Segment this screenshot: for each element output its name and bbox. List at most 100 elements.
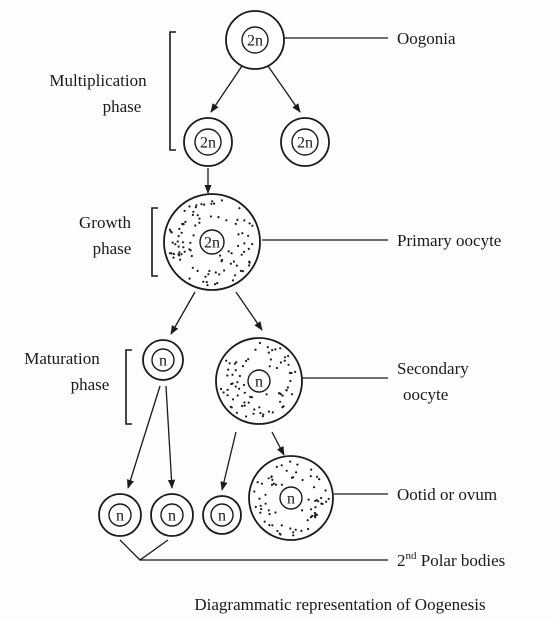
cytoplasm-granule [268,352,270,354]
cytoplasm-granule [221,199,223,201]
polar-body-c-cell: n [203,496,241,534]
cytoplasm-granule [218,273,220,275]
cytoplasm-granule [245,360,247,362]
ovum-cell: n [249,456,333,540]
cytoplasm-granule [203,204,205,206]
cytoplasm-granule [230,263,232,265]
cytoplasm-granule [238,388,240,390]
cytoplasm-granule [181,232,183,234]
cytoplasm-granule [243,384,245,386]
cytoplasm-granule [253,490,255,492]
cytoplasm-granule [178,254,180,256]
polar-body-c-cell-ploidy: n [218,508,226,525]
secondary-oocyte-cell-ploidy: n [255,374,263,391]
cytoplasm-granule [231,406,233,408]
cytoplasm-granule [202,281,204,283]
cytoplasm-granule [241,405,243,407]
primary-oocyte-cell-ploidy: 2n [204,235,220,252]
cytoplasm-granule [287,364,289,366]
arrow-secondary-to-c [222,432,236,490]
cytoplasm-granule [311,515,313,517]
first-polar-body-cell: n [143,340,183,380]
polar-bodies-label: 2nd Polar bodies [397,550,505,570]
cytoplasm-granule [251,225,253,227]
cytoplasm-granule [295,471,297,473]
oogonium-daughter-right: 2n [281,118,329,166]
cytoplasm-granule [235,369,237,371]
cytoplasm-granule [314,500,316,502]
cytoplasm-granule [321,503,323,505]
cytoplasm-granule [169,252,171,254]
cytoplasm-granule [260,508,262,510]
cytoplasm-granule [289,461,291,463]
arrow-polar-to-b [166,386,172,488]
cytoplasm-granule [178,251,180,253]
oogonium-daughter-right-ploidy: 2n [297,135,313,152]
cytoplasm-granule [284,360,286,362]
cytoplasm-granule [258,406,260,408]
cytoplasm-granule [174,243,176,245]
cytoplasm-granule [310,469,312,471]
cytoplasm-granule [247,235,249,237]
oogonium-daughter-left: 2n [184,118,232,166]
cytoplasm-granule [272,411,274,413]
cytoplasm-granule [290,372,292,374]
growth-bracket [152,208,158,276]
cytoplasm-granule [278,392,280,394]
arrow-primary-to-secondary [236,292,262,330]
cytoplasm-granule [235,385,237,387]
cytoplasm-granule [181,223,183,225]
cytoplasm-granule [236,265,238,267]
cytoplasm-granule [300,530,302,532]
cytoplasm-granule [313,486,315,488]
cytoplasm-granule [268,477,270,479]
cytoplasm-granule [258,498,260,500]
cytoplasm-granule [225,360,227,362]
cytoplasm-granule [292,531,294,533]
cytoplasm-granule [193,234,195,236]
multiplication-bracket [170,32,176,150]
cytoplasm-granule [240,270,242,272]
cytoplasm-granule [194,224,196,226]
cytoplasm-granule [197,270,199,272]
cytoplasm-granule [223,269,225,271]
cytoplasm-granule [184,251,186,253]
arrow-primary-to-polar [171,292,195,334]
polar-bodies-sup: nd [406,550,418,562]
cytoplasm-granule [214,283,216,285]
cytoplasm-granule [274,511,276,513]
cytoplasm-granule [308,499,310,501]
cytoplasm-granule [184,221,186,223]
polar-bodies-prefix: 2 [397,551,406,570]
cytoplasm-granule [259,412,261,414]
polar-bodies-suffix: Polar bodies [417,551,506,570]
cytoplasm-granule [226,374,228,376]
cytoplasm-granule [292,476,294,478]
cytoplasm-granule [237,245,239,247]
secondary-oocyte-label-1: Secondary [397,359,469,378]
cytoplasm-granule [252,413,254,415]
cytoplasm-granule [276,530,278,532]
cytoplasm-granule [227,369,229,371]
cytoplasm-granule [320,497,322,499]
cytoplasm-granule [249,222,251,224]
cytoplasm-granule [243,242,245,244]
cytoplasm-granule [289,380,291,382]
cytoplasm-granule [248,261,250,263]
multiplication-phase-label-1: Multiplication [49,71,147,90]
cytoplasm-granule [228,250,230,252]
cytoplasm-granule [206,281,208,283]
cytoplasm-granule [216,282,218,284]
cytoplasm-granule [310,508,312,510]
cytoplasm-granule [273,483,275,485]
cytoplasm-granule [264,521,266,523]
cytoplasm-granule [269,365,271,367]
cytoplasm-granule [237,394,239,396]
maturation-bracket [126,350,132,424]
cytoplasm-granule [231,252,233,254]
cytoplasm-granule [169,229,171,231]
cytoplasm-granule [281,484,283,486]
cytoplasm-granule [243,251,245,253]
cytoplasm-granule [271,524,273,526]
